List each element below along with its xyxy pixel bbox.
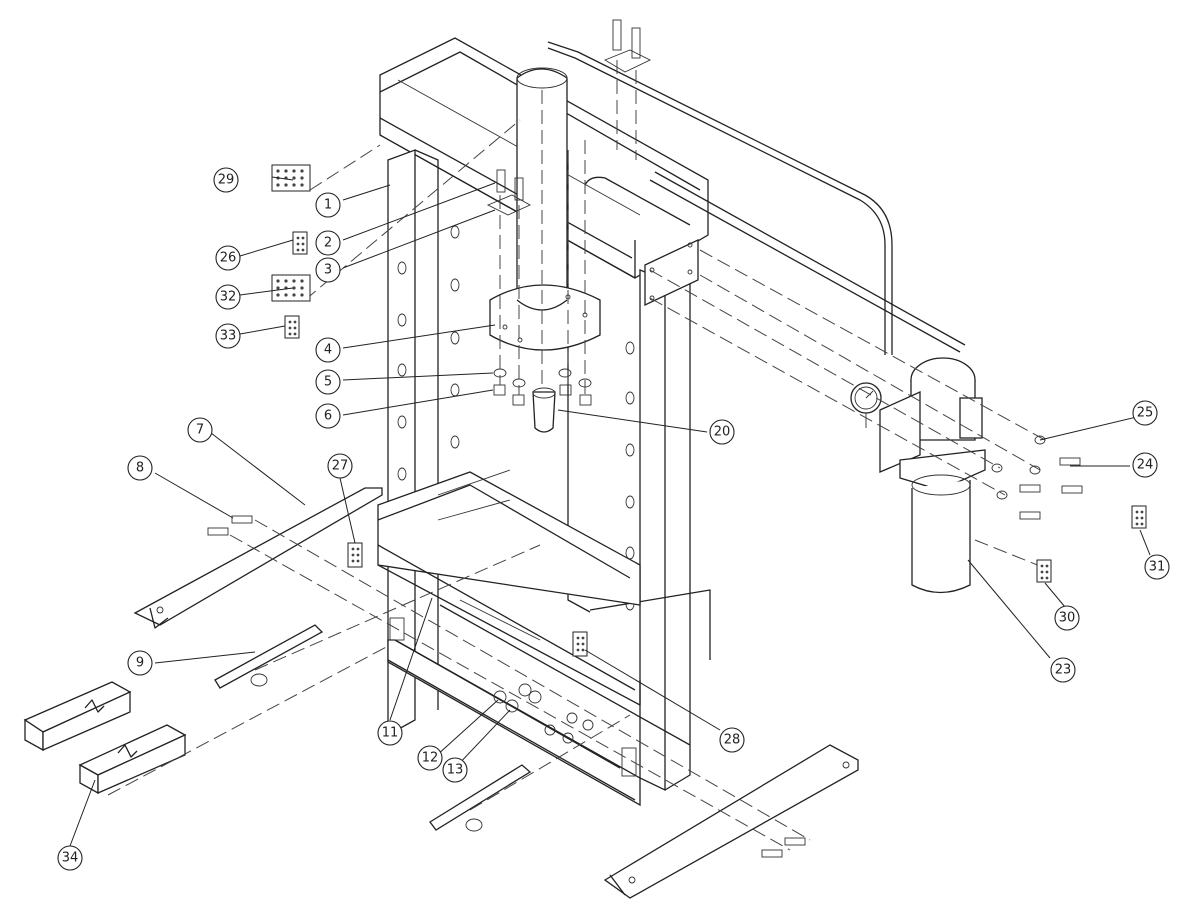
- assembly-centerlines: [107, 60, 1046, 851]
- callout-leaders: [69, 176, 1151, 847]
- svg-text:9: 9: [136, 656, 144, 671]
- balloon-29: 29: [213, 167, 239, 193]
- svg-text:8: 8: [136, 461, 144, 476]
- balloon-25: 25: [1132, 400, 1158, 426]
- svg-text:7: 7: [196, 423, 204, 438]
- svg-text:24: 24: [1137, 458, 1154, 473]
- svg-text:28: 28: [724, 733, 741, 748]
- svg-text:25: 25: [1137, 406, 1154, 421]
- balloon-23: 23: [1050, 657, 1076, 683]
- svg-text:33: 33: [220, 329, 237, 344]
- svg-text:11: 11: [382, 726, 399, 741]
- warning-decals: [271, 164, 1147, 657]
- v-blocks: [23, 681, 187, 795]
- svg-text:5: 5: [324, 375, 332, 390]
- svg-text:13: 13: [447, 763, 464, 778]
- svg-text:27: 27: [332, 459, 349, 474]
- svg-text:6: 6: [324, 409, 332, 424]
- svg-text:29: 29: [218, 173, 235, 188]
- balloon-32: 32: [215, 284, 241, 310]
- balloon-9: 9: [127, 650, 153, 676]
- balloon-34: 34: [57, 845, 83, 871]
- balloon-8: 8: [127, 455, 153, 481]
- balloon-13: 13: [442, 757, 468, 783]
- balloon-6: 6: [315, 403, 341, 429]
- svg-text:23: 23: [1055, 663, 1072, 678]
- svg-text:30: 30: [1059, 611, 1076, 626]
- svg-text:26: 26: [220, 251, 237, 266]
- svg-text:20: 20: [714, 425, 731, 440]
- balloon-31: 31: [1144, 554, 1170, 580]
- balloon-1: 1: [315, 192, 341, 218]
- balloon-33: 33: [215, 323, 241, 349]
- svg-text:34: 34: [62, 851, 79, 866]
- balloon-4: 4: [315, 337, 341, 363]
- balloon-2: 2: [315, 230, 341, 256]
- svg-text:12: 12: [422, 751, 439, 766]
- svg-text:2: 2: [324, 236, 332, 251]
- pump-unit: [547, 41, 1083, 594]
- balloon-30: 30: [1054, 605, 1080, 631]
- svg-text:4: 4: [324, 343, 332, 358]
- svg-text:3: 3: [324, 263, 332, 278]
- svg-text:31: 31: [1149, 560, 1166, 575]
- balloon-20: 20: [709, 419, 735, 445]
- part-balloons: 1 2 3 4 5 6 7 8 9 11 12 13 20 23 24: [57, 167, 1170, 871]
- balloon-3: 3: [315, 257, 341, 283]
- balloon-26: 26: [215, 245, 241, 271]
- balloon-11: 11: [377, 720, 403, 746]
- balloon-24: 24: [1132, 452, 1158, 478]
- svg-text:32: 32: [220, 290, 237, 305]
- balloon-12: 12: [417, 745, 443, 771]
- base-feet: [133, 487, 859, 899]
- balloon-7: 7: [187, 417, 213, 443]
- balloon-28: 28: [719, 727, 745, 753]
- svg-text:1: 1: [324, 198, 332, 213]
- balloon-5: 5: [315, 369, 341, 395]
- balloon-27: 27: [327, 453, 353, 479]
